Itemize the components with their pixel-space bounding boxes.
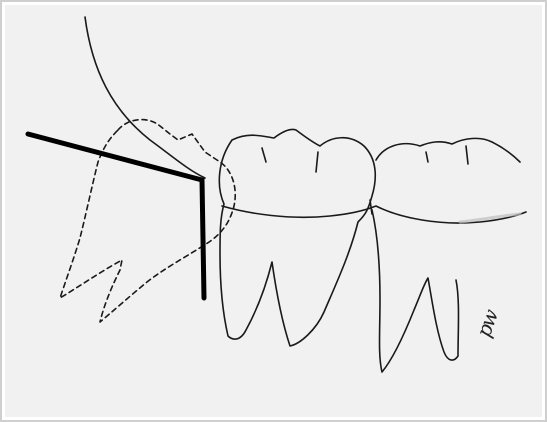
first-molar-outline bbox=[376, 138, 520, 162]
first-molar-roots bbox=[372, 210, 459, 372]
contact-line bbox=[370, 200, 372, 214]
incision-line bbox=[28, 134, 204, 298]
second-molar-outline bbox=[219, 129, 375, 346]
first-molar-fissure bbox=[426, 146, 468, 164]
second-molar-fissure bbox=[262, 148, 318, 172]
